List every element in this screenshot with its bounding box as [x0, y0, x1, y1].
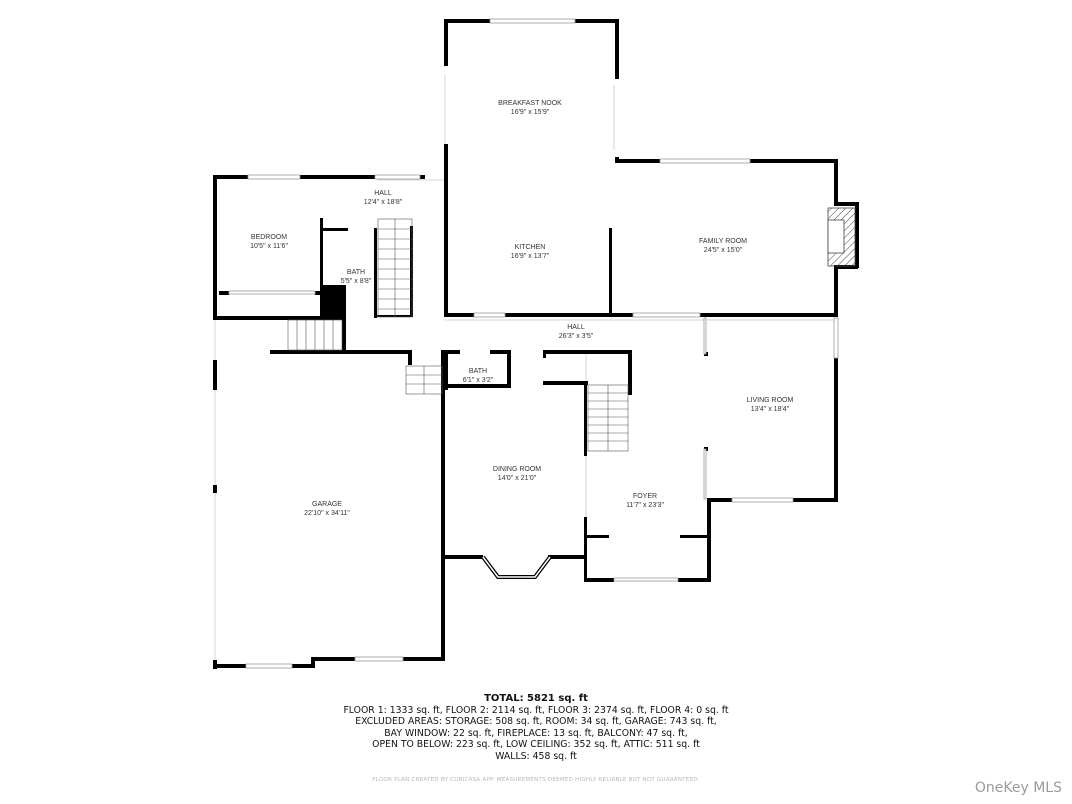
- stairs: [287, 218, 629, 452]
- fireplace-icon: [827, 207, 856, 267]
- total-area: TOTAL: 5821 sq. ft: [484, 693, 588, 704]
- walls: [213, 19, 859, 669]
- floor-areas: FLOOR 1: 1333 sq. ft, FLOOR 2: 2114 sq. …: [343, 704, 729, 716]
- floor-plan: [213, 18, 859, 669]
- windows: [228, 18, 839, 669]
- bay-window: [481, 555, 552, 579]
- disclaimer: FLOOR PLAN CREATED BY CUBICASA APP. MEAS…: [372, 777, 700, 783]
- area-summary: TOTAL: 5821 sq. ft FLOOR 1: 1333 sq. ft,…: [0, 693, 1072, 763]
- excluded-areas-line-2: BAY WINDOW: 22 sq. ft, FIREPLACE: 13 sq.…: [384, 727, 688, 739]
- watermark-logo: OneKey MLS: [974, 780, 1062, 796]
- walls-area: WALLS: 458 sq. ft: [495, 750, 577, 762]
- excluded-areas-line-3: OPEN TO BELOW: 223 sq. ft, LOW CEILING: …: [372, 739, 700, 751]
- excluded-areas-line-1: EXCLUDED AREAS: STORAGE: 508 sq. ft, ROO…: [355, 716, 717, 728]
